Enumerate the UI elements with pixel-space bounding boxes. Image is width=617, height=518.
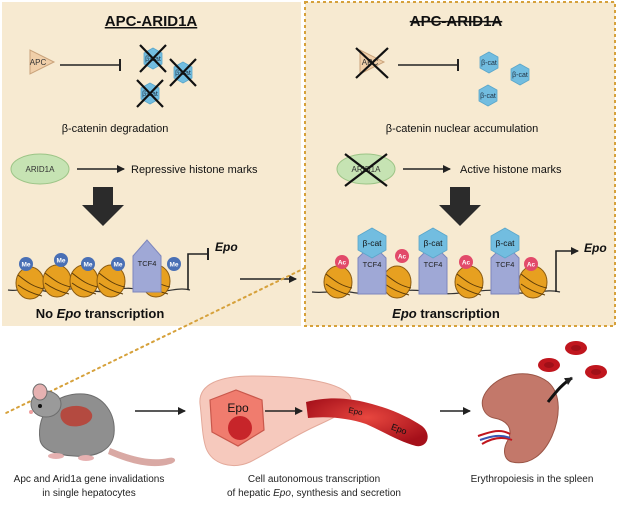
- bcat-accumulation-caption: β-catenin nuclear accumulation: [386, 123, 538, 135]
- ac-label: Ac: [462, 260, 471, 267]
- bcat-free-1: β-cat: [479, 51, 499, 74]
- nucleosome: [518, 265, 548, 299]
- apc-protein-left: APC: [29, 49, 56, 75]
- nucleosome: [69, 264, 99, 298]
- tcf4-complex: TCF4 β-cat: [418, 227, 448, 295]
- liver-caption-line1: Cell autonomous transcription: [248, 474, 380, 485]
- nucleosome: [382, 265, 412, 299]
- liver-illustration: Epo Epo Epo: [199, 375, 428, 466]
- spleen-caption: Erythropoiesis in the spleen: [471, 474, 594, 485]
- chromatin-active: TCF4 β-cat TCF4 β-cat TCF4 β-cat Ac Ac A…: [311, 227, 607, 299]
- arid1a-label-left: ARID1A: [26, 165, 56, 174]
- ac-label: Ac: [398, 254, 407, 261]
- methyl-mark: Me: [19, 257, 33, 271]
- tcf4-label: TCF4: [363, 260, 382, 269]
- apc-protein-right: APC: [355, 47, 389, 79]
- nucleosome: [42, 264, 72, 298]
- bcat-degraded-1: β-cat: [139, 44, 167, 73]
- nucleosome: [15, 266, 45, 300]
- nucleosome: [323, 265, 353, 299]
- nucleosome: [96, 264, 126, 298]
- me-label: Me: [83, 262, 92, 269]
- no-epo-transcription-caption: No Epo transcription: [36, 306, 165, 321]
- blood-vessel: Epo Epo: [306, 398, 428, 447]
- right-panel: APC-ARID1A APC β-cat β-cat β-cat β-caten…: [304, 1, 616, 327]
- left-panel-title: APC-ARID1A: [105, 13, 198, 30]
- acetyl-mark: Ac: [524, 257, 538, 271]
- tcf4-label: TCF4: [496, 260, 515, 269]
- tcf4-complex: TCF4 β-cat: [490, 227, 520, 295]
- dotted-connector: [3, 267, 306, 415]
- right-panel-title: APC-ARID1A: [410, 13, 503, 30]
- hepatocyte-epo-label: Epo: [227, 401, 249, 415]
- bcat-label: β-cat: [480, 93, 496, 100]
- tcf4-label-left: TCF4: [138, 259, 157, 268]
- mouse-caption-line2: in single hepatocytes: [42, 488, 135, 499]
- epo-transcription-caption: Epo transcription: [392, 306, 500, 321]
- epo-gene-left: Epo: [215, 240, 238, 254]
- tcf4-complex: TCF4 β-cat: [357, 227, 387, 295]
- bcat-label: β-cat: [495, 238, 515, 248]
- repressive-marks-caption: Repressive histone marks: [131, 164, 258, 176]
- promoter-active: [555, 247, 579, 292]
- mouse-illustration: [29, 383, 176, 467]
- acetyl-mark: Ac: [335, 255, 349, 269]
- apc-label-left: APC: [30, 58, 47, 67]
- ac-label: Ac: [527, 262, 536, 269]
- nucleosome: [454, 265, 484, 299]
- epo-gene-right: Epo: [584, 241, 607, 255]
- methyl-mark: Me: [54, 253, 68, 267]
- arid1a-protein-left: ARID1A: [10, 153, 70, 185]
- vessel-epo-label-1: Epo: [348, 406, 364, 418]
- apc-cross: [355, 47, 389, 79]
- promoter-blocked: [187, 248, 209, 290]
- bcat-label: β-cat: [362, 238, 382, 248]
- hepatocyte: Epo: [209, 389, 265, 447]
- ac-label: Ac: [338, 260, 347, 267]
- mouse-caption-line1: Apc and Arid1a gene invalidations: [14, 474, 165, 485]
- acetyl-mark: Ac: [395, 249, 409, 263]
- left-panel: APC-ARID1A APC β-cat β-cat β-cat β-caten…: [2, 2, 301, 326]
- red-blood-cells: [538, 341, 607, 379]
- bcat-label: β-cat: [512, 72, 528, 79]
- tcf4-protein-left: TCF4: [132, 239, 162, 293]
- bcat-label: β-cat: [423, 238, 443, 248]
- chromatin-repressed: TCF4 Me Me Me Me Me Epo: [7, 239, 238, 300]
- bottom-row: Apc and Arid1a gene invalidations in sin…: [14, 341, 607, 499]
- methyl-mark: Me: [167, 257, 181, 271]
- bcat-free-2: β-cat: [510, 63, 530, 86]
- block-arrow-left: [82, 187, 124, 226]
- block-arrow-right: [439, 187, 481, 226]
- tcf4-label: TCF4: [424, 260, 443, 269]
- arid1a-protein-right: ARID1A: [336, 153, 396, 187]
- me-label: Me: [56, 258, 65, 265]
- bcat-degraded-3: β-cat: [136, 79, 164, 108]
- acetyl-mark: Ac: [459, 255, 473, 269]
- me-label: Me: [169, 262, 178, 269]
- active-marks-caption: Active histone marks: [460, 164, 562, 176]
- methyl-mark: Me: [111, 257, 125, 271]
- liver-caption-line2: of hepatic Epo, synthesis and secretion: [227, 488, 401, 499]
- bcat-free-3: β-cat: [478, 84, 498, 107]
- bcat-degradation-caption: β-catenin degradation: [62, 123, 169, 135]
- arid1a-cross: [344, 153, 388, 187]
- rbc-release-arrow: [546, 376, 573, 403]
- bcat-degraded-2: β-cat: [169, 58, 197, 87]
- me-label: Me: [21, 262, 30, 269]
- spleen-illustration: [477, 373, 559, 464]
- bcat-label: β-cat: [481, 60, 497, 67]
- me-label: Me: [113, 262, 122, 269]
- methyl-mark: Me: [81, 257, 95, 271]
